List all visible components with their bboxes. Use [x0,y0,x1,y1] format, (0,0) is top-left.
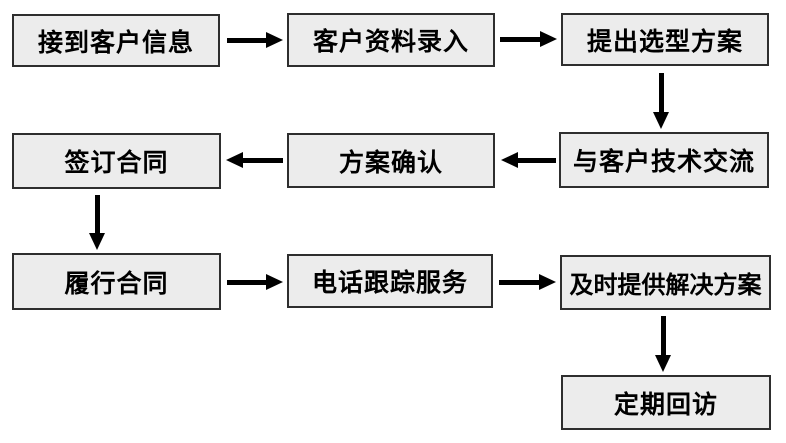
arrow-receive-info-to-data-entry-icon [227,32,283,48]
arrow-shaft [499,279,539,285]
flow-node-phone-followup-service: 电话跟踪服务 [287,254,493,308]
flow-node-plan-confirmation: 方案确认 [287,133,495,188]
flow-node-receive-customer-info: 接到客户信息 [12,14,220,67]
arrow-head-right-icon [266,274,283,290]
arrow-shaft [518,157,556,163]
arrow-head-left-icon [226,152,243,168]
arrow-phone-followup-to-timely-solutions-icon [499,274,556,290]
arrow-plan-confirmation-to-sign-contract-icon [226,152,283,168]
arrow-sign-contract-to-perform-contract-icon [89,195,105,250]
arrow-technical-exchange-to-plan-confirmation-icon [501,152,556,168]
arrow-perform-contract-to-phone-followup-icon [227,274,283,290]
arrow-data-entry-to-selection-plan-icon [500,31,557,47]
arrow-head-right-icon [539,274,556,290]
arrow-head-right-icon [266,32,283,48]
arrow-shaft [243,157,283,163]
flow-node-sign-contract: 签订合同 [12,133,221,189]
arrow-selection-plan-to-technical-exchange-icon [653,73,669,129]
arrow-shaft [227,37,266,43]
flow-node-timely-solutions: 及时提供解决方案 [560,255,771,310]
arrow-head-down-icon [653,112,669,129]
arrow-shaft [660,316,666,355]
flow-node-technical-exchange: 与客户技术交流 [559,132,769,188]
arrow-shaft [658,73,664,112]
flow-node-perform-contract: 履行合同 [12,253,221,310]
flow-node-propose-selection-plan: 提出选型方案 [561,13,769,66]
arrow-shaft [227,279,266,285]
arrow-head-down-icon [655,355,671,372]
flow-node-regular-return-visit: 定期回访 [561,375,771,430]
arrow-head-left-icon [501,152,518,168]
arrow-head-down-icon [89,233,105,250]
arrow-timely-solutions-to-return-visit-icon [655,316,671,372]
arrow-head-right-icon [540,31,557,47]
arrow-shaft [500,36,540,42]
flow-node-customer-data-entry: 客户资料录入 [287,13,495,67]
arrow-shaft [94,195,100,233]
